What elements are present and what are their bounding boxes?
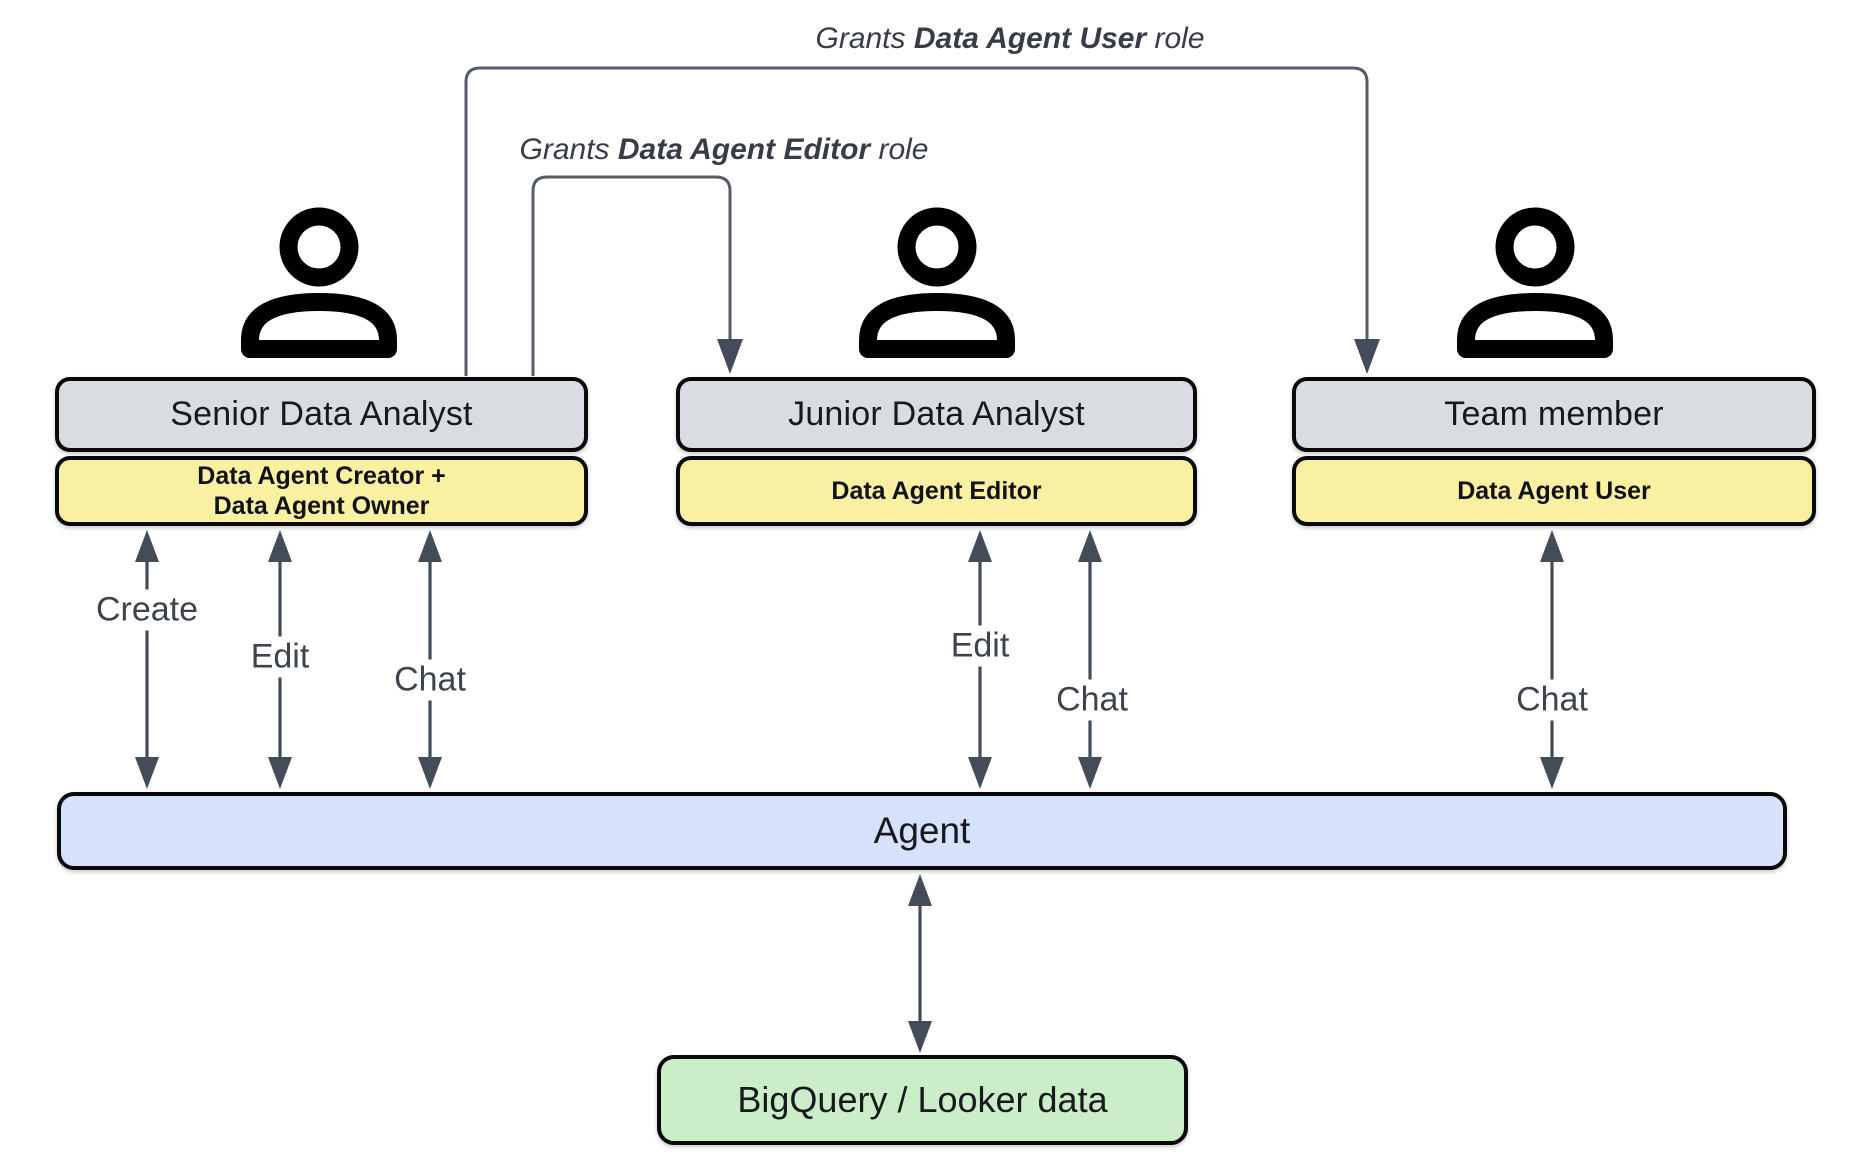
chat-label-junior: Chat: [1049, 679, 1135, 721]
team-member-role-badge: Data Agent User: [1292, 456, 1816, 526]
edit-label-senior: Edit: [243, 636, 317, 678]
person-icon: [241, 207, 397, 358]
datasource-box: BigQuery / Looker data: [657, 1055, 1188, 1145]
chat-label-senior: Chat: [387, 659, 473, 701]
create-label: Create: [88, 589, 206, 631]
grant-label-suffix: role: [870, 133, 929, 166]
person-icon: [859, 207, 1015, 358]
junior-analyst-role-badge: Data Agent Editor: [676, 456, 1197, 526]
chat-arrow-team: [1540, 530, 1564, 789]
datasource-label: BigQuery / Looker data: [737, 1079, 1108, 1120]
chat-label-team: Chat: [1509, 679, 1595, 721]
role-line: Data Agent Editor: [831, 476, 1042, 505]
persona-title: Team member: [1444, 395, 1664, 433]
grant-label-role: Data Agent User: [913, 22, 1147, 55]
grant-label-suffix: role: [1146, 22, 1205, 55]
grant-user-connector: [464, 66, 1380, 376]
create-arrow-senior: [135, 530, 159, 789]
grant-editor-connector: [531, 175, 743, 376]
role-line: Data Agent User: [1457, 476, 1651, 505]
chat-arrow-junior: [1078, 530, 1102, 789]
senior-analyst-role-badge: Data Agent Creator + Data Agent Owner: [55, 456, 588, 526]
agent-label: Agent: [873, 810, 971, 851]
team-member-title-box: Team member: [1292, 377, 1816, 452]
grant-label-prefix: Grants: [815, 22, 914, 55]
senior-analyst-title-box: Senior Data Analyst: [55, 377, 588, 452]
persona-title: Junior Data Analyst: [788, 395, 1085, 433]
grant-user-label: Grants Data Agent User role: [815, 22, 1204, 56]
edit-label-junior: Edit: [943, 625, 1017, 667]
grant-editor-label: Grants Data Agent Editor role: [520, 133, 929, 167]
role-line: Data Agent Creator +: [197, 461, 446, 490]
person-icon: [1457, 207, 1613, 358]
agent-data-arrow: [908, 874, 932, 1053]
grant-label-prefix: Grants: [519, 133, 618, 166]
role-line: Data Agent Owner: [213, 492, 430, 520]
persona-title: Senior Data Analyst: [170, 395, 473, 433]
grant-label-role: Data Agent Editor: [617, 133, 871, 166]
agent-bar: Agent: [57, 792, 1787, 870]
junior-analyst-title-box: Junior Data Analyst: [676, 377, 1197, 452]
